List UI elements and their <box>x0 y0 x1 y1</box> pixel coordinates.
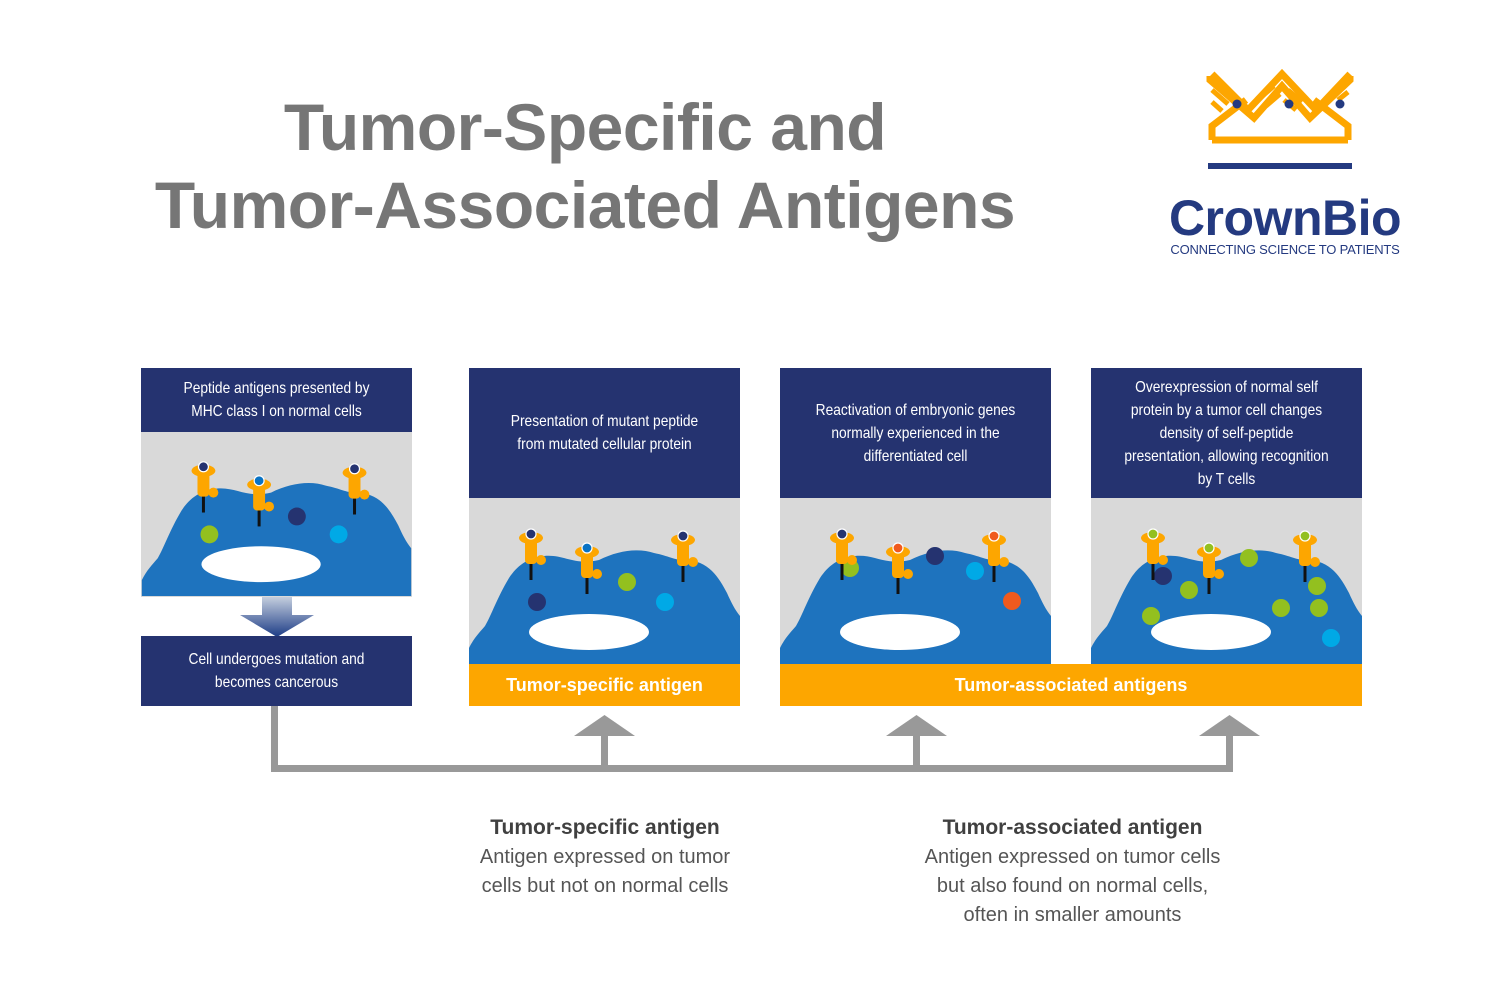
page-title: Tumor-Specific and Tumor-Associated Anti… <box>120 88 1050 244</box>
arrow-down-icon <box>240 597 314 637</box>
cell-illustration <box>469 528 740 664</box>
peptide-antigen <box>892 542 904 554</box>
definition-line: Antigen expressed on tumor <box>479 846 731 868</box>
title-line-2: Tumor-Associated Antigens <box>154 168 1016 242</box>
protein-dot <box>200 525 219 544</box>
mhc-molecule <box>342 463 370 515</box>
mhc-molecule <box>1293 530 1320 582</box>
peptide-antigen <box>348 463 361 475</box>
tumor-specific-bar-label: Tumor-specific antigen <box>506 674 703 695</box>
panel-tumor-specific-cell <box>469 498 740 664</box>
definition-tumor-specific: Tumor-specific antigen Antigen expressed… <box>420 813 790 901</box>
crown-icon <box>1206 68 1354 169</box>
peptide-antigen <box>836 528 848 540</box>
panel-overexpression-cell <box>1091 498 1362 664</box>
cell-illustration <box>780 528 1051 664</box>
mhc-molecule <box>671 530 698 582</box>
mhc-molecule <box>191 461 219 513</box>
tumor-associated-bar: Tumor-associated antigens <box>780 664 1362 706</box>
cell-nucleus <box>529 614 649 650</box>
connector-horizontal-line <box>271 765 1233 772</box>
mhc-molecule <box>1141 528 1168 580</box>
tumor-associated-bar-label: Tumor-associated antigens <box>954 674 1188 695</box>
cell-illustration <box>141 461 412 597</box>
peptide-antigen <box>677 530 689 542</box>
panel-embryonic-cell <box>780 498 1051 664</box>
protein-dot <box>1142 607 1160 625</box>
cell-nucleus <box>201 546 321 583</box>
cell-nucleus <box>1151 614 1271 650</box>
protein-dot <box>528 593 546 611</box>
logo-tagline: CONNECTING SCIENCE TO PATIENTS <box>1170 242 1400 257</box>
mhc-molecule <box>1197 542 1224 594</box>
peptide-antigen <box>1299 530 1311 542</box>
protein-dot <box>1003 592 1021 610</box>
panel-normal-footer-text: Cell undergoes mutation and becomes canc… <box>188 651 365 691</box>
definition-term: Tumor-associated antigen <box>942 816 1203 839</box>
mhc-molecule <box>886 542 913 594</box>
definition-line: but also found on normal cells, <box>936 875 1209 897</box>
panel-tumor-specific-header: Presentation of mutant peptide from muta… <box>469 368 740 498</box>
protein-dot <box>1310 599 1328 617</box>
panel-normal-header: Peptide antigens presented by MHC class … <box>141 368 412 432</box>
protein-dot <box>1240 549 1258 567</box>
definition-line: Antigen expressed on tumor cells <box>924 846 1221 868</box>
panel-normal-cell <box>141 432 412 597</box>
arrow-up-icon <box>1199 715 1260 736</box>
panel-embryonic-header-text: Reactivation of embryonic genes normally… <box>815 401 1016 465</box>
protein-dot <box>656 593 674 611</box>
connector-drop-line <box>271 706 278 772</box>
connector-riser-3 <box>1226 736 1233 772</box>
peptide-antigen <box>197 461 210 473</box>
mhc-molecule <box>519 528 546 580</box>
definition-line: often in smaller amounts <box>963 904 1182 926</box>
panel-tumor-specific-header-text: Presentation of mutant peptide from muta… <box>510 413 699 453</box>
protein-dot <box>1272 599 1290 617</box>
connector-riser-2 <box>913 736 920 772</box>
peptide-antigen <box>1203 542 1215 554</box>
arrow-up-icon <box>886 715 947 736</box>
definition-line: cells but not on normal cells <box>481 875 729 897</box>
panel-normal-header-text: Peptide antigens presented by MHC class … <box>183 380 370 420</box>
protein-dot <box>329 525 348 544</box>
peptide-antigen <box>581 542 593 554</box>
crownbio-logo: CrownBio CONNECTING SCIENCE TO PATIENTS <box>1150 60 1420 260</box>
protein-dot <box>618 573 636 591</box>
protein-dot <box>926 547 944 565</box>
protein-dot <box>1180 581 1198 599</box>
arrow-up-icon <box>574 715 635 736</box>
panel-normal-footer: Cell undergoes mutation and becomes canc… <box>141 636 412 706</box>
connector-riser-1 <box>601 736 608 772</box>
logo-wordmark: CrownBio <box>1168 190 1402 246</box>
peptide-antigen <box>988 530 1000 542</box>
protein-dot <box>287 507 306 526</box>
panel-overexpression-header: Overexpression of normal self protein by… <box>1091 368 1362 498</box>
peptide-antigen <box>253 475 265 487</box>
panel-overexpression-header-text: Overexpression of normal self protein by… <box>1124 378 1329 488</box>
protein-dot <box>1322 629 1340 647</box>
mhc-molecule <box>575 542 602 594</box>
peptide-antigen <box>1147 528 1159 540</box>
peptide-antigen <box>525 528 537 540</box>
mhc-molecule <box>982 530 1009 582</box>
title-line-1: Tumor-Specific and <box>283 90 887 164</box>
cell-illustration <box>1091 528 1362 664</box>
definition-term: Tumor-specific antigen <box>490 816 720 839</box>
mhc-molecule <box>247 475 275 527</box>
mhc-molecule <box>830 528 857 580</box>
panel-embryonic-header: Reactivation of embryonic genes normally… <box>780 368 1051 498</box>
protein-dot <box>1154 567 1172 585</box>
connector-diagram <box>271 706 1260 772</box>
tumor-specific-bar: Tumor-specific antigen <box>469 664 740 706</box>
definition-tumor-associated: Tumor-associated antigen Antigen express… <box>880 813 1265 930</box>
protein-dot <box>966 562 984 580</box>
protein-dot <box>1308 577 1326 595</box>
cell-nucleus <box>840 614 960 650</box>
